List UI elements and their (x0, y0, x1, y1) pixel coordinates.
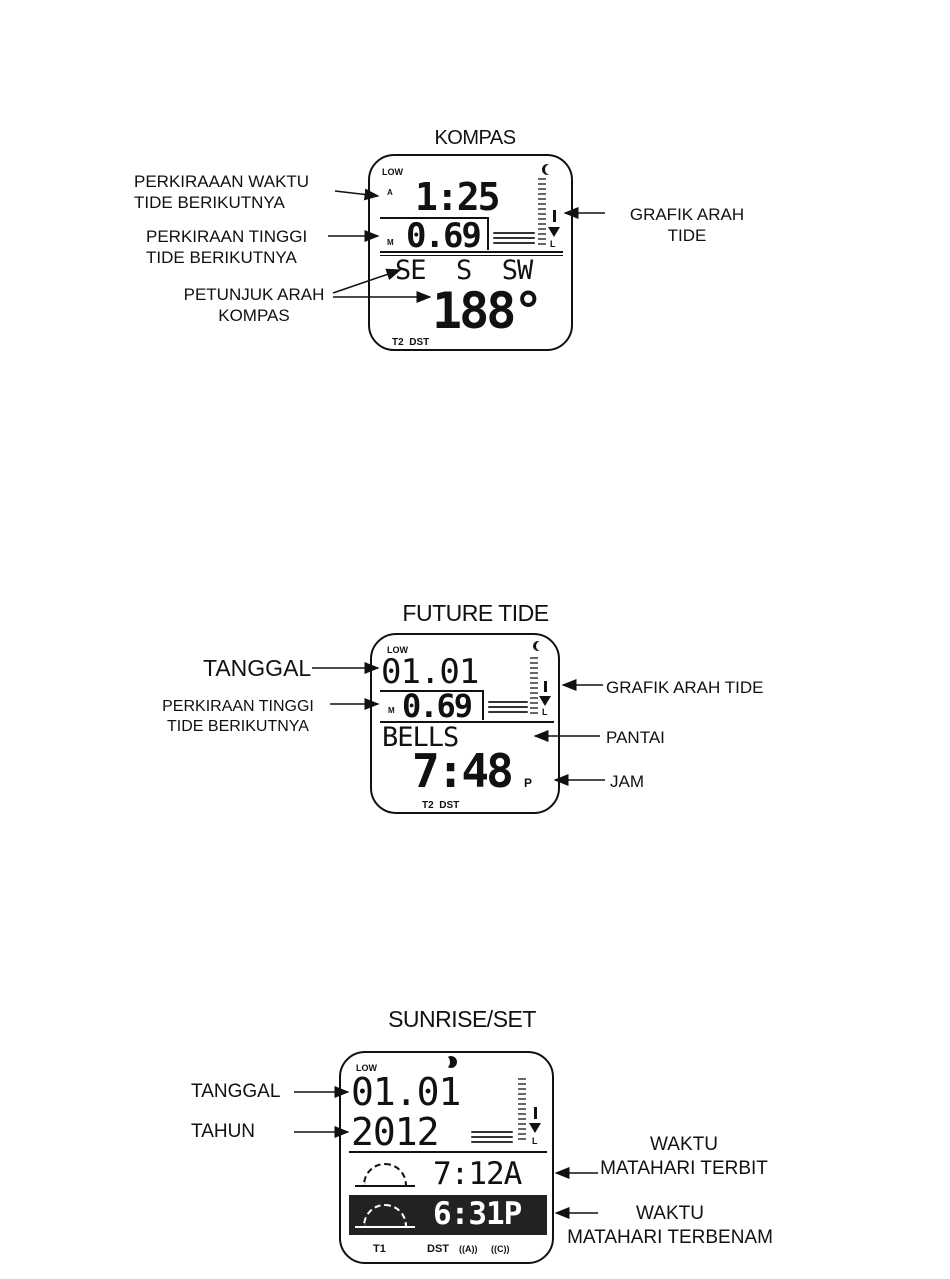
label-date: TANGGAL (203, 655, 312, 681)
label-clock: JAM (610, 772, 644, 791)
waves-icon (488, 701, 528, 716)
label-tide-graph: GRAFIK ARAH TIDE (629, 205, 745, 246)
low-indicator: LOW (387, 645, 408, 655)
pm-indicator: P (524, 776, 533, 790)
beach-name: BELLS (382, 722, 459, 753)
tide-scale (518, 1078, 526, 1143)
watch-display-sunrise-set: LOW 01.01 2012 L 7:12A 6:31P T1 DST ((A)… (339, 1051, 554, 1264)
meter-unit: M (387, 238, 394, 247)
panel-title-sunrise-set: SUNRISE/SET (388, 1006, 536, 1032)
watch-display-future-tide: LOW 01.01 M 0.69 L BELLS 7:48 P T2 DST (370, 633, 560, 814)
tide-level-bar (553, 210, 556, 222)
year-value: 2012 (351, 1110, 440, 1154)
footer-indicators: T2 DST (392, 337, 430, 348)
label-sunset: WAKTU MATAHARI TERBENAM (567, 1203, 773, 1248)
tide-level-bar (544, 681, 547, 692)
low-indicator: LOW (382, 167, 403, 177)
panel-title-future-tide: FUTURE TIDE (402, 600, 549, 626)
divider (380, 255, 563, 256)
footer-indicators: T2 DST (422, 800, 460, 811)
footer-t1: T1 (373, 1243, 386, 1255)
arrow-compass-direction (332, 268, 402, 294)
tide-height-value: 0.69 (406, 216, 482, 256)
tide-level-bar (534, 1107, 537, 1119)
label-date: TANGGAL (191, 1081, 281, 1102)
horizon-line (355, 1185, 415, 1187)
label-year: TAHUN (191, 1121, 256, 1142)
compass-degrees: 188° (432, 282, 543, 340)
clock-time: 7:48 (412, 744, 514, 798)
panel-title-kompas: KOMPAS (434, 127, 516, 149)
date-value: 01.01 (381, 652, 479, 692)
waves-icon (493, 232, 535, 247)
divider (380, 217, 488, 219)
divider (380, 251, 563, 253)
scale-low-mark: L (542, 707, 548, 717)
scale-low-mark: L (532, 1136, 538, 1146)
moon-phase-icon (441, 1056, 450, 1068)
date-value: 01.01 (351, 1070, 461, 1114)
watch-display-kompas: LOW A 1:25 M 0.69 L SE S SW 188° T2 DST (368, 154, 573, 351)
scale-low-mark: L (550, 239, 556, 249)
footer-dst: DST (427, 1243, 449, 1255)
tide-direction-icon (529, 1123, 541, 1133)
divider (487, 217, 489, 250)
low-indicator: LOW (356, 1063, 377, 1073)
waves-icon (471, 1131, 513, 1146)
divider (349, 1151, 547, 1153)
label-tide-height: PERKIRAAN TINGGI TIDE BERIKUTNYA (162, 698, 314, 735)
divider (482, 690, 484, 720)
label-tide-height: PERKIRAAN TINGGI TIDE BERIKUTNYA (146, 227, 308, 268)
label-beach: PANTAI (606, 728, 665, 747)
am-indicator: A (387, 188, 393, 197)
meter-unit: M (388, 706, 395, 715)
tide-direction-icon (539, 696, 551, 706)
chrono-indicator: ((C)) (491, 1244, 510, 1254)
divider (380, 690, 483, 692)
tide-height-value: 0.69 (402, 687, 473, 725)
alarm-indicator: ((A)) (459, 1244, 478, 1254)
tide-direction-icon (548, 227, 560, 237)
sunrise-time: 7:12A (433, 1156, 522, 1192)
arrow-tide-time (334, 188, 380, 201)
label-compass-direction: PETUNJUK ARAH KOMPAS (183, 285, 325, 326)
tide-time-value: 1:25 (415, 175, 501, 219)
label-tide-time: PERKIRAAAN WAKTU TIDE BERIKUTNYA (134, 172, 310, 213)
tide-scale (538, 178, 546, 248)
horizon-line (355, 1226, 415, 1228)
label-tide-graph: GRAFIK ARAH TIDE (606, 678, 764, 697)
tide-scale (530, 657, 538, 717)
divider (380, 721, 554, 723)
label-sunrise: WAKTU MATAHARI TERBIT (600, 1134, 768, 1179)
sunset-time: 6:31P (433, 1196, 522, 1232)
